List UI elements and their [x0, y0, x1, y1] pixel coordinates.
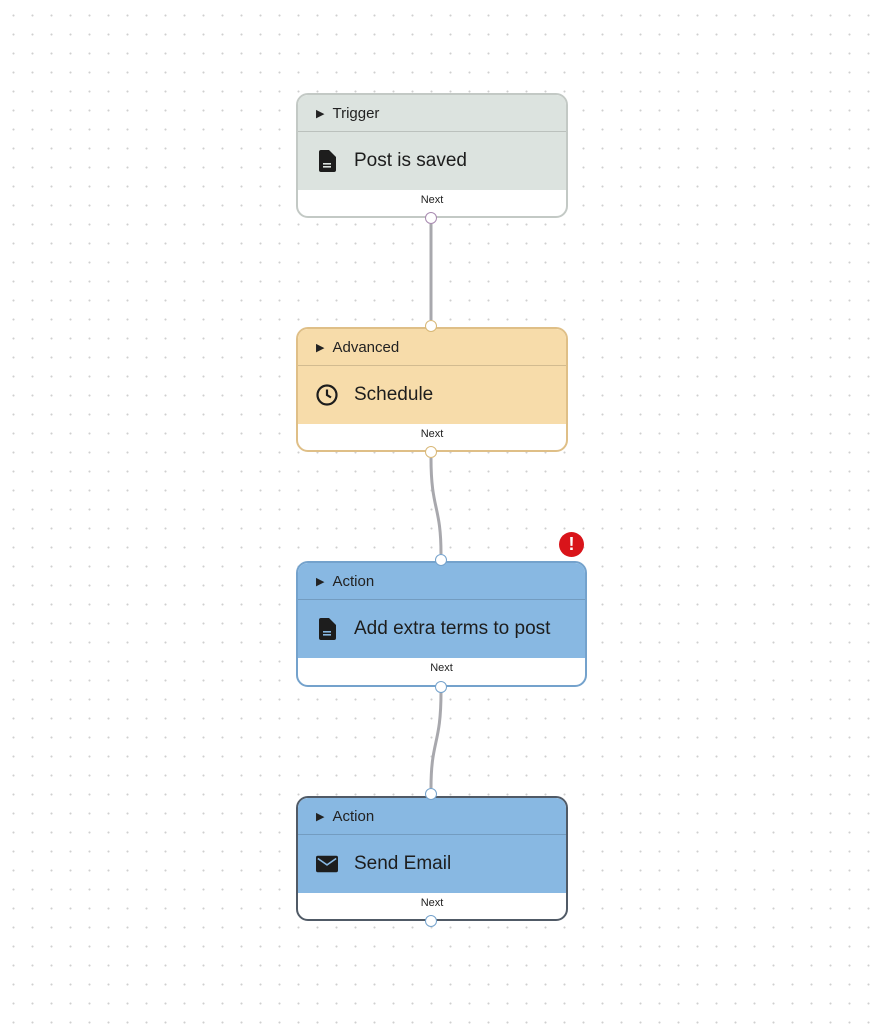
input-port[interactable] [435, 554, 447, 566]
next-label: Next [430, 662, 453, 674]
node-category: Trigger [332, 104, 380, 122]
input-port[interactable] [425, 320, 437, 332]
node-title: Send Email [354, 853, 452, 874]
document-icon [316, 618, 338, 640]
node-header[interactable]: ▶ Action [298, 798, 566, 835]
node-title: Schedule [354, 384, 434, 405]
node-category: Advanced [332, 338, 400, 356]
edge-action-email[interactable] [429, 691, 443, 789]
output-port[interactable] [435, 681, 447, 693]
node-title: Add extra terms to post [354, 618, 551, 639]
output-port[interactable] [425, 446, 437, 458]
expand-triangle-icon[interactable]: ▶ [316, 107, 325, 120]
error-badge-icon[interactable]: ! [559, 532, 584, 557]
node-category: Action [332, 572, 375, 590]
node-header[interactable]: ▶ Advanced [298, 329, 566, 366]
input-port[interactable] [425, 788, 437, 800]
envelope-icon [316, 853, 338, 875]
node-category: Action [332, 807, 375, 825]
next-label: Next [420, 428, 444, 440]
node-header[interactable]: ▶ Trigger [298, 95, 566, 132]
node-title: Post is saved [354, 150, 467, 171]
node-header[interactable]: ▶ Action [298, 563, 585, 600]
expand-triangle-icon[interactable]: ▶ [316, 810, 325, 823]
next-label: Next [420, 194, 444, 206]
node-add-terms[interactable]: ▶ Action Add extra terms to post Next [296, 561, 587, 687]
next-label: Next [420, 897, 444, 909]
expand-triangle-icon[interactable]: ▶ [316, 575, 325, 588]
edge-schedule-action[interactable] [429, 457, 443, 555]
clock-icon [316, 384, 338, 406]
expand-triangle-icon[interactable]: ▶ [316, 341, 325, 354]
node-trigger[interactable]: ▶ Trigger Post is saved Next [296, 93, 568, 218]
node-schedule[interactable]: ▶ Advanced Schedule Next [296, 327, 568, 452]
output-port[interactable] [425, 212, 437, 224]
node-send-email[interactable]: ▶ Action Send Email Next [296, 796, 568, 921]
output-port[interactable] [425, 915, 437, 927]
document-icon [316, 150, 338, 172]
